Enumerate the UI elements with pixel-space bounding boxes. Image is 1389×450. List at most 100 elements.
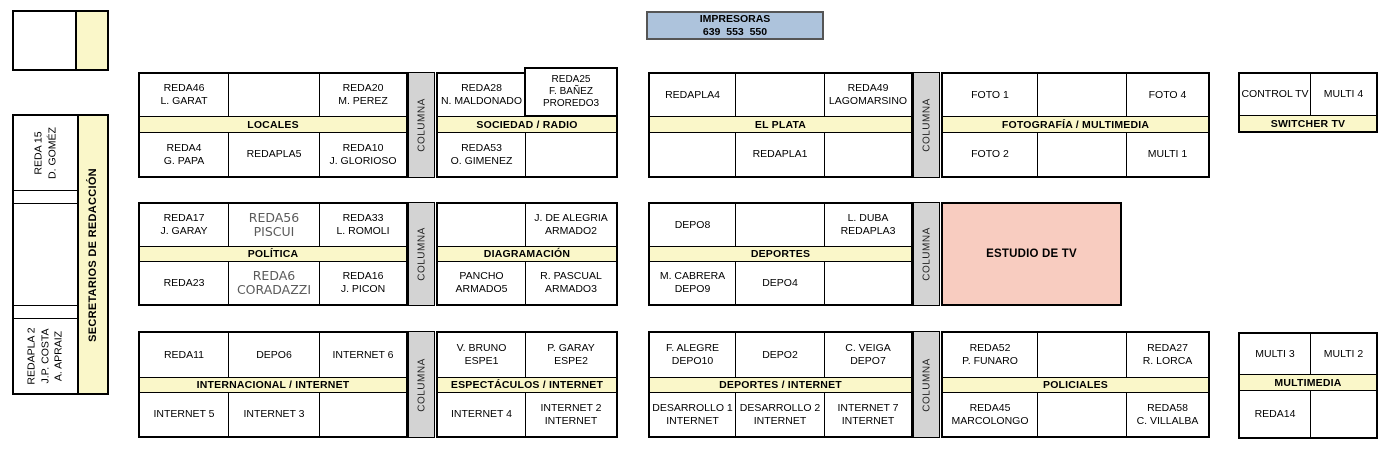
desk-elplata-bottom-1: REDAPLA1 [736,133,824,176]
columna-label: COLUMNA [416,357,427,412]
desk-redapla2-label: REDAPLA 2 J.P. COSTA A. APRAIZ [25,327,65,385]
desk-diagramacion-top-0 [438,204,525,246]
columna-label: COLUMNA [921,98,932,152]
section-header-elplata: EL PLATA [650,117,911,132]
desk-politica-bottom-2: REDA16 J. PICON [320,262,406,304]
tv-studio-area: ESTUDIO DE TV [941,202,1122,306]
secretarios-label: SECRETARIOS DE REDACCIÓN [86,167,99,342]
columna-label: COLUMNA [921,227,932,281]
section-header-politica: POLÍTICA [140,247,406,261]
desk-deportes_internet-bottom-2: INTERNET 7 INTERNET [825,393,911,436]
columna-strip: COLUMNA [408,72,435,178]
columna-label: COLUMNA [416,98,427,152]
columna-strip: COLUMNA [408,331,435,438]
desk-switcher-top-1: MULTI 4 [1311,74,1376,115]
desk-politica-top-2: REDA33 L. ROMOLI [320,204,406,246]
desk-policiales-bottom-2: REDA58 C. VILLALBA [1127,393,1208,436]
desk-locales-bottom-0: REDA4 G. PAPA [140,133,228,176]
section-header-internacional: INTERNACIONAL / INTERNET [140,378,406,392]
desk-policiales-top-1 [1038,333,1126,377]
desk-sociedad-top-0: REDA28 N. MALDONADO [438,74,525,116]
desk-deportes-bottom-1: DEPO4 [736,262,824,304]
desk-sociedad-reda25: REDA25 F. BAÑEZ PROREDO3 [524,67,618,117]
desk-deportes-top-2: L. DUBA REDAPLA3 [825,204,911,246]
secretaries-desks: REDA 15 D. GOMÉZ REDAPLA 2 J.P. COSTA A.… [14,116,77,393]
corner-box-white [14,12,75,69]
printers-numbers: 639 553 550 [702,25,768,38]
desk-deportes-bottom-0: M. CABRERA DEPO9 [650,262,735,304]
desk-politica-top-1: REDA56 PISCUI [229,204,319,246]
desk-elplata-top-2: REDA49 LAGOMARSINO [825,74,911,116]
desk-deportes_internet-top-2: C. VEIGA DEPO7 [825,333,911,377]
desk-multimedia-top-0: MULTI 3 [1240,334,1310,374]
desk-policiales-top-2: REDA27 R. LORCA [1127,333,1208,377]
desk-politica-bottom-1: REDA6 CORADAZZI [229,262,319,304]
desk-diagramacion-top-1: J. DE ALEGRIA ARMADO2 [526,204,616,246]
desk-sociedad-bottom-0: REDA53 O. GIMENEZ [438,133,525,176]
desk-politica-top-0: REDA17 J. GARAY [140,204,228,246]
desk-multimedia-bottom-0: REDA14 [1240,391,1310,437]
desk-fotografia-top-2: FOTO 4 [1127,74,1208,116]
desk-fotografia-top-0: FOTO 1 [943,74,1037,116]
desk-elplata-top-0: REDAPLA4 [650,74,735,116]
printers-box: IMPRESORAS 639 553 550 [646,11,824,40]
desk-policiales-top-0: REDA52 P. FUNARO [943,333,1037,377]
section-header-multimedia: MULTIMEDIA [1240,375,1376,390]
desk-deportes_internet-bottom-0: DESARROLLO 1 INTERNET [650,393,735,436]
desk-elplata-bottom-0 [650,133,735,176]
desk-fotografia-bottom-2: MULTI 1 [1127,133,1208,176]
desk-espectaculos-bottom-0: INTERNET 4 [438,393,525,436]
desk-reda15-label: REDA 15 D. GOMÉZ [31,127,58,179]
columna-label: COLUMNA [921,357,932,412]
desk-locales-bottom-2: REDA10 J. GLORIOSO [320,133,406,176]
desk-internacional-top-0: REDA11 [140,333,228,377]
desk-locales-top-2: REDA20 M. PEREZ [320,74,406,116]
section-header-espectaculos: ESPECTÁCULOS / INTERNET [438,378,616,392]
desk-espectaculos-top-1: P. GARAY ESPE2 [526,333,616,377]
desk-locales-bottom-1: REDAPLA5 [229,133,319,176]
desk-fotografia-top-1 [1038,74,1126,116]
desk-deportes-top-1 [736,204,824,246]
section-header-locales: LOCALES [140,117,406,132]
desk-sociedad-bottom-1 [526,133,616,176]
section-header-deportes_internet: DEPORTES / INTERNET [650,378,911,392]
desk-locales-top-1 [229,74,319,116]
desk-switcher-top-0: CONTROL TV [1240,74,1310,115]
desk-politica-bottom-0: REDA23 [140,262,228,304]
desk-internacional-bottom-2 [320,393,406,436]
desk-locales-top-0: REDA46 L. GARAT [140,74,228,116]
section-header-switcher: SWITCHER TV [1240,116,1376,131]
desk-elplata-top-1 [736,74,824,116]
secretaries-panel: REDA 15 D. GOMÉZ REDAPLA 2 J.P. COSTA A.… [12,114,109,395]
desk-reda15-cell: REDA 15 D. GOMÉZ [14,116,77,190]
desk-deportes_internet-top-1: DEPO2 [736,333,824,377]
secretarios-strip: SECRETARIOS DE REDACCIÓN [77,116,107,393]
divider-band [14,305,77,319]
desk-fotografia-bottom-0: FOTO 2 [943,133,1037,176]
corner-box-yellow [75,12,107,69]
columna-strip: COLUMNA [913,331,940,438]
desk-diagramacion-bottom-0: PANCHO ARMADO5 [438,262,525,304]
section-header-policiales: POLICIALES [943,378,1208,392]
columna-label: COLUMNA [416,227,427,281]
desk-deportes_internet-top-0: F. ALEGRE DEPO10 [650,333,735,377]
desk-redapla2-cell: REDAPLA 2 J.P. COSTA A. APRAIZ [14,319,77,393]
columna-strip: COLUMNA [913,72,940,178]
desk-multimedia-top-1: MULTI 2 [1311,334,1376,374]
desk-deportes_internet-bottom-1: DESARROLLO 2 INTERNET [736,393,824,436]
desk-policiales-bottom-1 [1038,393,1126,436]
section-header-sociedad: SOCIEDAD / RADIO [438,117,616,132]
desk-deportes-bottom-2 [825,262,911,304]
desk-policiales-bottom-0: REDA45 MARCOLONGO [943,393,1037,436]
